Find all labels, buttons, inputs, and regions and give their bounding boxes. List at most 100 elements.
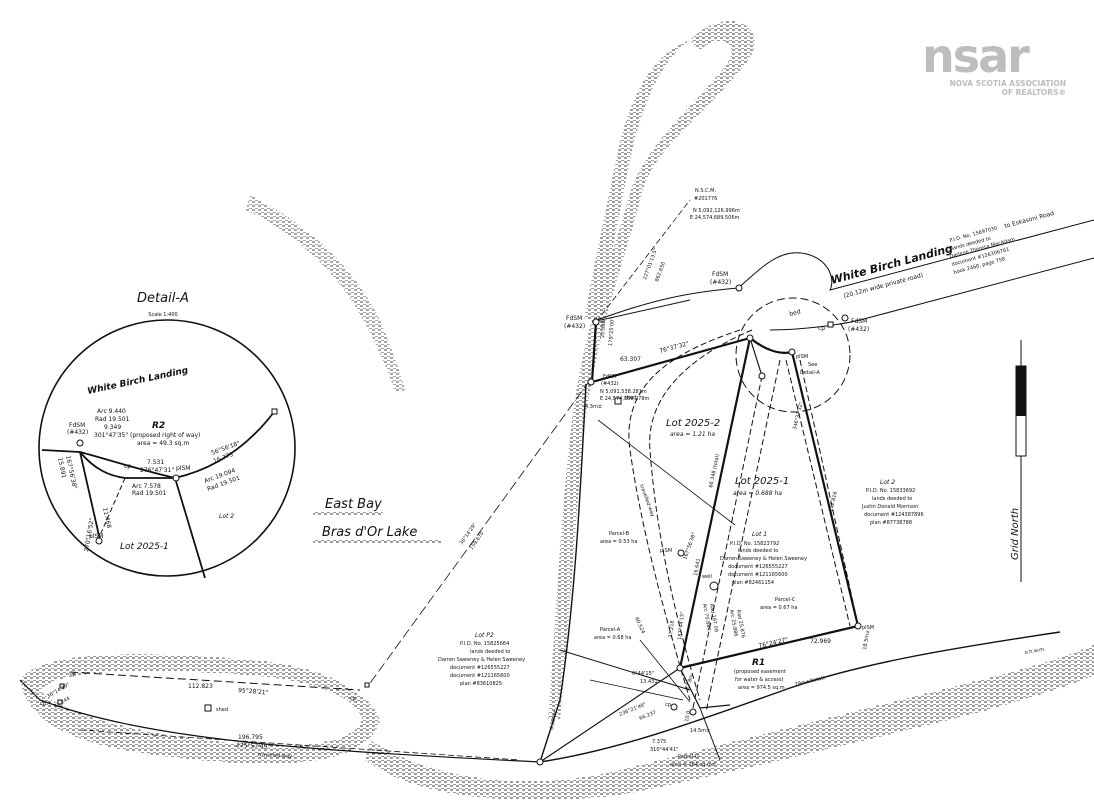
lot2-pid: P.I.D. No. 15833692	[866, 488, 915, 494]
logo-line1: NOVA SCOTIA ASSOCIATION	[950, 79, 1067, 88]
tie-dist: 862.650	[654, 261, 667, 282]
d20388: 20.388	[600, 320, 607, 338]
lot2-plan: plan #87738788	[870, 520, 912, 526]
lot-p2-owner: Darren Sweeney & Helen Sweeney	[438, 657, 525, 663]
r1: R1	[752, 658, 765, 668]
parcel-b-area: area = 0.53 ha	[600, 539, 637, 545]
d16641: 16.641	[693, 558, 702, 576]
parcel-c: Parcel-C	[775, 597, 796, 603]
lot2-doc: document #124387896	[864, 512, 924, 518]
detail-title: Detail-A	[137, 291, 189, 306]
parcel-c-area: area = 0.67 ha	[760, 605, 797, 611]
lot1-pid: P.I.D. No. 15823792	[730, 541, 779, 547]
d10: 10.0	[684, 710, 692, 722]
detail-rad2: Rad 19.501	[132, 490, 167, 497]
d112816: 112.816	[828, 491, 839, 513]
detail-road-name: White Birch Landing	[87, 366, 190, 397]
detail-plsm2: plSM	[89, 533, 103, 540]
fdsm-mid-n: N 5,091,538.281m	[600, 389, 647, 395]
detail-plsm: plSM	[176, 465, 190, 472]
parcel-d: Parcel-D	[678, 754, 699, 760]
arc-b: Arc 25.886	[728, 609, 739, 637]
d18: 18.5m±	[862, 629, 871, 650]
lot2-owner: Justin Donald Morrison	[861, 504, 918, 510]
detail-lot2: Lot 2	[219, 513, 234, 520]
well: well	[702, 574, 712, 580]
nscm-label: N.S.C.M.	[695, 188, 716, 194]
lot-p2-pid: P.I.D. No. 15825664	[460, 641, 509, 647]
detail-fdsm: FdSM	[69, 422, 85, 429]
b95: 95°28'21"	[238, 687, 269, 697]
detail-fdsm-num: (#432)	[67, 429, 88, 436]
d14: 14.5m±	[690, 728, 710, 734]
b310: 310°44'41"	[650, 747, 678, 753]
d60524: 60.524	[633, 616, 646, 634]
plsm-right: plSM	[862, 625, 874, 631]
r1-area: area = 974.5 sq.m	[738, 685, 785, 691]
ohwm: o.h.w.m.	[1024, 646, 1046, 656]
r1-desc2: for water & access)	[735, 677, 784, 683]
fdsm-right: FdSM	[851, 318, 867, 325]
detail-15891: 15.891	[56, 457, 67, 479]
r1-desc1: (proposed easement	[734, 669, 786, 675]
water-labels: East Bay Bras d'Or Lake	[313, 497, 441, 543]
lot1-doc2: document #121165600	[728, 572, 788, 578]
grid-north: Grid North	[1010, 508, 1021, 560]
lot2025-2: Lot 2025-2	[666, 418, 720, 429]
shed2: shed	[216, 707, 228, 713]
d112823: 112.823	[188, 683, 213, 690]
lot2: Lot 2	[880, 479, 895, 486]
survey-markers	[57, 284, 862, 766]
detail-lot2025: Lot 2025-1	[120, 542, 169, 552]
b179: 179°25'00"	[608, 317, 616, 346]
plsm-mid: plSM	[660, 548, 672, 554]
nsar-logo: nsar NOVA SCOTIA ASSOCIATION OF REALTORS…	[922, 29, 1066, 97]
detail-a: Detail-A Scale 1:400 White Birch Landing…	[38, 291, 296, 579]
fdsm-mid-num: (#432)	[601, 381, 619, 387]
b346: 346°37'32"	[792, 401, 805, 430]
fdsm-mid-e: E 24,574,389.278m	[600, 396, 650, 402]
nscm-e: E 24,574,689.506m	[690, 215, 740, 221]
nscm-num: #201776	[694, 196, 717, 202]
d638: 6.38m±	[549, 709, 558, 730]
d13431: 13.431	[640, 679, 658, 685]
detail-rad1: Rad 19.501	[95, 416, 130, 423]
travelled-way2: travelled-way	[258, 752, 292, 760]
fdsm-top-num: (#432)	[710, 279, 731, 286]
logo-wordmark: nsar	[922, 29, 1030, 83]
fdsm-left-num: (#432)	[564, 323, 585, 330]
main-labels: N.S.C.M. #201776 N 5,092,126.996m E 24,5…	[40, 188, 1055, 768]
bed: bed	[789, 308, 802, 318]
lot2025-2-area: area = 1.21 ha	[670, 431, 715, 438]
see-detail2: Detail-A	[800, 370, 820, 376]
lot1-plan: plan #82461154	[732, 580, 774, 586]
lot1-owner: Darren Sweeney & Helen Sweeney	[720, 556, 807, 562]
detail-276: 276°47'31"	[140, 467, 174, 474]
rad-a: Rad 187.09	[708, 603, 719, 632]
lot-p2-deed: lands deeded to	[470, 649, 510, 655]
lot1-doc1: document #126555227	[728, 564, 788, 570]
parcel-b: Parcel-B	[609, 531, 630, 537]
shed: shed	[624, 395, 636, 401]
rad-b: Rad 25.876	[735, 609, 746, 638]
lot2025-1: Lot 2025-1	[735, 476, 789, 487]
lot2025-1-area: area = 0.688 ha	[733, 490, 782, 497]
boundary-lines	[19, 199, 1094, 763]
cp-low: cp	[350, 696, 356, 702]
detail-arc2: Arc 7.578	[132, 483, 161, 490]
parcel-a: Parcel-A	[600, 627, 621, 633]
cp-top: cp	[818, 325, 825, 332]
parcel-a-area: area = 0.68 ha	[594, 635, 631, 641]
d72969: 72.969	[810, 638, 831, 645]
b275: 275°57'45"	[236, 742, 271, 751]
detail-7531: 7.531	[147, 459, 164, 466]
bras-dor-lake: Bras d'Or Lake	[322, 525, 417, 540]
d196795: 196.795	[238, 734, 263, 741]
d79: 79m±(total)	[794, 675, 825, 688]
lot2-deed: lands deeded to	[872, 496, 912, 502]
lot-p2-doc2: document #121165600	[450, 673, 510, 679]
parcel-d-area: area = 164 sq.m±	[670, 762, 716, 768]
d43: 4.3m±	[585, 404, 602, 410]
d7375: 7.375	[652, 739, 666, 745]
